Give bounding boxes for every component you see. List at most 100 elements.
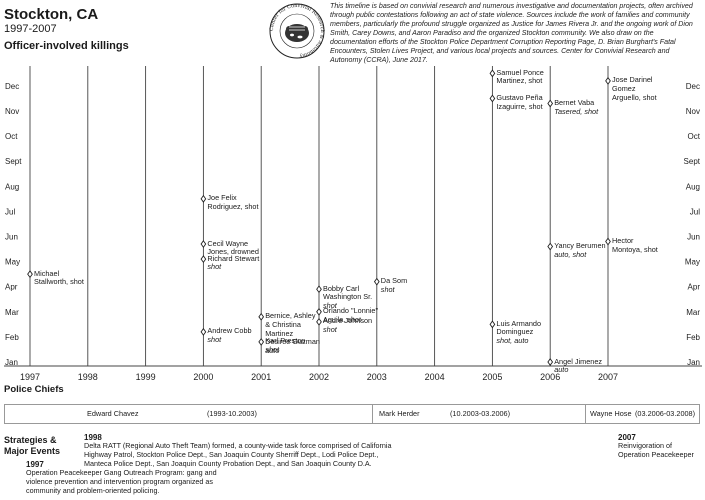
event-marker-diamond: [200, 255, 207, 264]
event-cause: auto, shot: [554, 249, 587, 259]
year-tick-label: 2004: [425, 372, 445, 382]
month-label-right: May: [685, 258, 700, 267]
event-cause: shot: [207, 262, 222, 272]
event-marker-diamond: [316, 317, 322, 326]
police-chiefs-heading: Police Chiefs: [4, 384, 64, 395]
ccra-logo: Center for Convivial Research & Autonomy: [268, 2, 326, 60]
year-tick-label: 1998: [78, 372, 98, 382]
month-label-right: Nov: [686, 107, 700, 116]
event-name-line: Montoya, shot: [612, 244, 658, 254]
event-cause: shot: [265, 345, 279, 354]
event-marker-diamond: [373, 277, 380, 286]
event-name-line: Yancy Berumen: [554, 241, 606, 251]
month-label-left: Jul: [5, 207, 15, 216]
event-name-line: Stallworth, shot: [34, 277, 84, 287]
event-marker-diamond: [27, 270, 33, 279]
event-name-line: Bernice, Ashley: [265, 311, 316, 321]
event-marker-diamond: [547, 242, 554, 251]
event-name-line: & Christina: [265, 319, 301, 329]
month-label-left: Apr: [5, 283, 18, 292]
month-label-right: Jan: [687, 358, 700, 367]
chief-name: Edward Chavez: [87, 409, 139, 418]
month-label-left: Sept: [5, 157, 22, 166]
fist-icon: [285, 24, 309, 42]
month-label-left: Feb: [5, 333, 19, 342]
event-cause: shot: [323, 324, 337, 334]
event-name-line: Dominguez: [496, 327, 534, 337]
month-label-right: Jun: [687, 233, 700, 242]
chief-term: (10.2003-03.2006): [450, 409, 511, 418]
month-label-left: Dec: [5, 82, 19, 91]
strategy-text: Operation Peacekeeper Gang Outreach Prog…: [26, 468, 217, 495]
event-name-line: Aguila, shot: [323, 314, 362, 324]
event-name-line: Arguello, shot: [612, 92, 657, 102]
event-name-line: Gomez: [612, 83, 636, 93]
month-label-right: Feb: [686, 333, 700, 342]
event-name-line: Orlando "Lonnie": [323, 306, 379, 316]
event-marker-diamond: [200, 327, 207, 336]
month-label-right: Oct: [688, 132, 701, 141]
event-name-line: Richard Stewart: [207, 253, 260, 263]
event-name-line: Washington Sr.: [323, 292, 373, 302]
event-marker-diamond: [200, 194, 207, 203]
month-label-left: Oct: [5, 132, 18, 141]
event-marker-diamond: [547, 99, 554, 108]
event-name-line: Luis Armando: [496, 318, 542, 328]
event-cause: Tasered, shot: [554, 106, 599, 116]
event-marker-diamond: [200, 240, 207, 249]
chief-name: Mark Herder: [379, 409, 420, 418]
event-name-line: Da Som: [380, 276, 408, 286]
event-marker-diamond: [489, 94, 496, 103]
event-label: Orlando "Lonnie"Aguila, shot: [323, 307, 378, 324]
event-markers: [27, 69, 611, 366]
event-name-line: Samuel Ponce: [496, 67, 544, 77]
event-name-line: Martinez: [265, 328, 294, 338]
chief-name: Wayne Hose: [590, 409, 632, 418]
event-name-line: Karl Preston: [265, 336, 306, 346]
event-marker-diamond: [605, 76, 611, 85]
event-marker-diamond: [316, 285, 322, 294]
month-label-left: May: [5, 258, 20, 267]
strategies-heading: Strategies & Major Events: [4, 435, 61, 456]
month-label-left: Jan: [5, 358, 18, 367]
event-marker-diamond: [547, 358, 554, 366]
chief-term: (03.2006-03.2008): [635, 409, 696, 418]
month-label-right: Mar: [686, 308, 700, 317]
event-name-line: Izaguirre, shot: [496, 101, 543, 111]
year-tick-label: 2002: [309, 372, 329, 382]
year-range: 1997-2007: [4, 23, 57, 35]
event-cause: shot: [323, 300, 337, 310]
event-name-line: Andre Johnson: [323, 316, 373, 326]
year-tick-label: 2001: [251, 372, 271, 382]
event-cause: auto: [554, 365, 569, 375]
event-cause: shot, auto: [496, 336, 529, 346]
month-label-right: Sept: [684, 157, 701, 166]
month-label-left: Aug: [5, 182, 19, 191]
month-label-right: Jul: [690, 207, 700, 216]
police-chiefs-bar: Edward Chavez (1993-10.2003) Mark Herder…: [4, 404, 700, 424]
strategy-text: Delta RATT (Regional Auto Theft Team) fo…: [84, 441, 392, 468]
month-label-left: Jun: [5, 233, 18, 242]
intro-paragraph: This timeline is based on convivial rese…: [330, 2, 693, 64]
event-name-line: Jose Darinel: [612, 75, 653, 85]
month-label-right: Aug: [686, 182, 700, 191]
year-tick-label: 1997: [20, 372, 40, 382]
strategy-year: 1998: [84, 433, 102, 442]
strategy-year: 2007: [618, 433, 636, 442]
month-label-right: Dec: [686, 82, 700, 91]
section-title-killings: Officer-involved killings: [4, 40, 129, 52]
